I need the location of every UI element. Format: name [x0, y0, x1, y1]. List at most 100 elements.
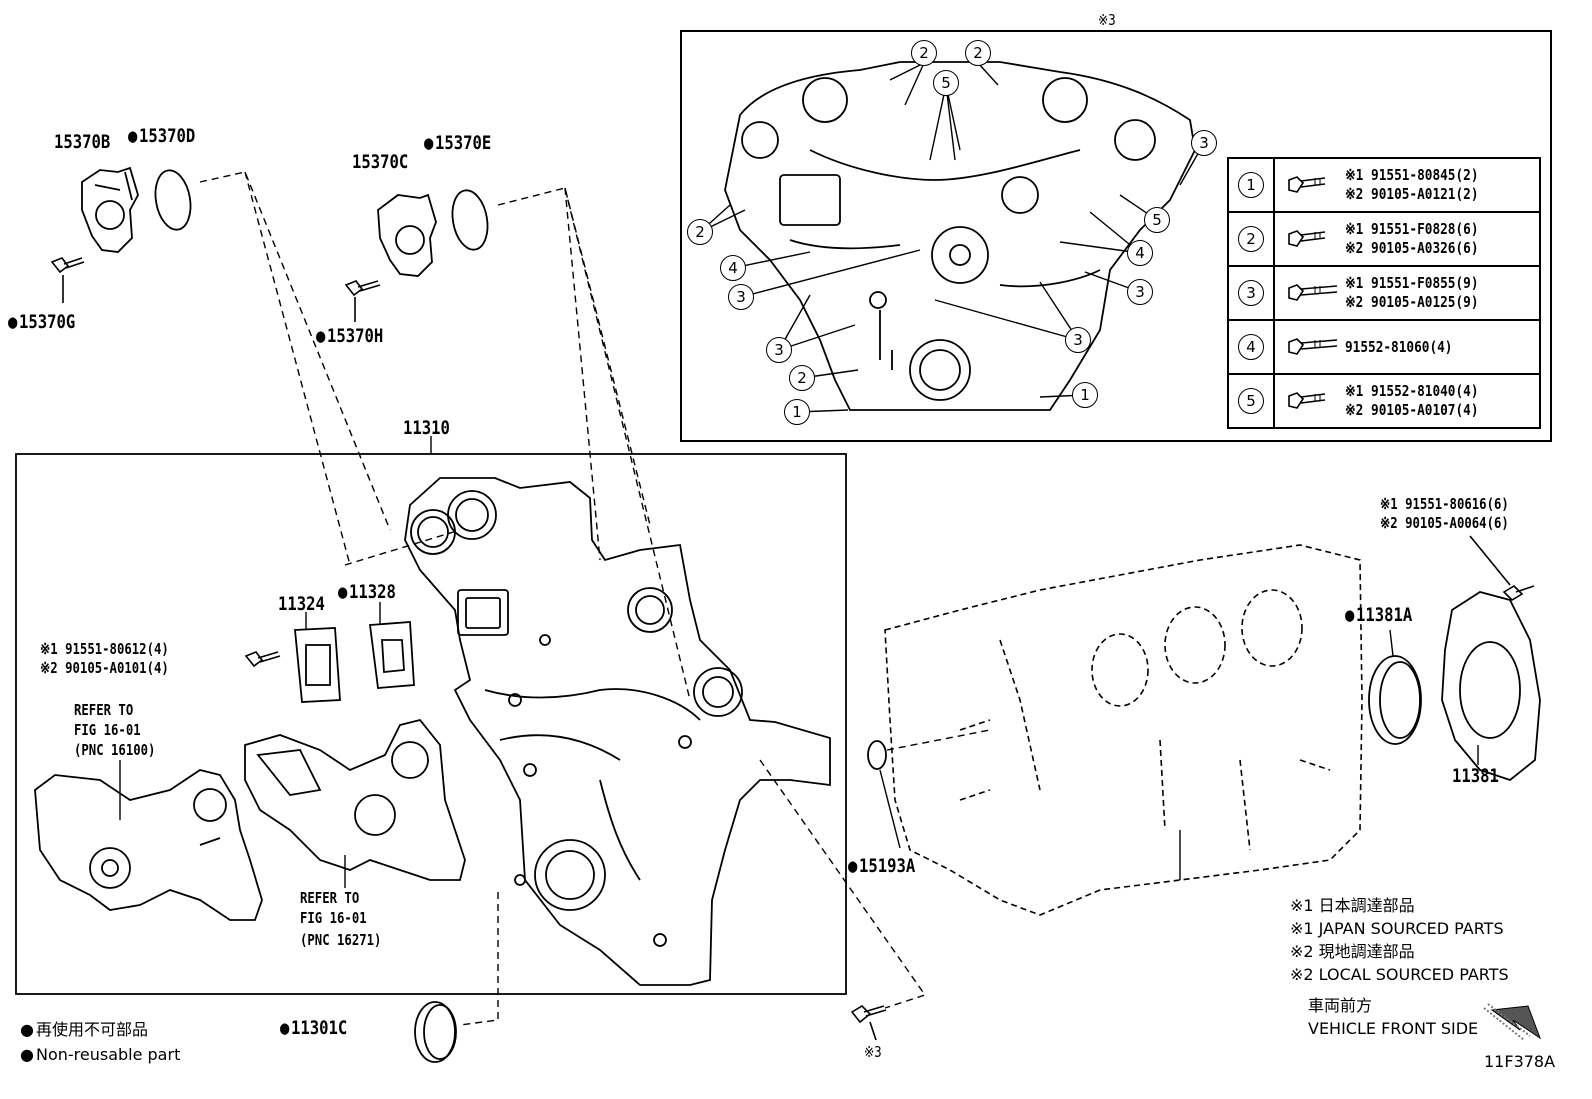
part-label-15370h[interactable]: 15370H	[316, 326, 383, 346]
refer-water-pump-l3: (PNC 16100)	[74, 741, 156, 759]
bolt-label-11381-local[interactable]: ※2 90105-A0064(6)	[1380, 514, 1509, 532]
bolt-label-cover-note: ※3	[864, 1043, 882, 1061]
bolt-part-number[interactable]: ※2 90105-A0107(4)	[1345, 401, 1479, 419]
bolt-ref-cell: 4	[1227, 319, 1275, 375]
bolt-icon	[1288, 176, 1326, 193]
bolt-part-number[interactable]: ※1 91551-80845(2)	[1345, 166, 1479, 184]
inset-front-cover-drawing	[724, 61, 1196, 411]
inset-callout-number: 4	[1127, 240, 1153, 266]
inset-callout-number: 3	[1191, 130, 1217, 156]
bolt-part-number[interactable]: ※2 90105-A0125(9)	[1345, 293, 1479, 311]
inset-callout-number: 1	[784, 399, 810, 425]
part-label-15370c[interactable]: 15370C	[352, 151, 409, 173]
oil-seal-11381a-drawing	[1368, 655, 1422, 745]
bolt-part-cell: ※1 91552-81040(4)※2 90105-A0107(4)	[1273, 373, 1541, 429]
bolt-part-number[interactable]: ※1 91552-81040(4)	[1345, 382, 1479, 400]
bolt-part-cell: 91552-81060(4)	[1273, 319, 1541, 375]
leader-15193a	[879, 769, 901, 849]
bolt-11381-drawing	[1469, 535, 1535, 602]
o-ring-15370d-drawing	[154, 169, 192, 231]
bolt-part-number[interactable]: ※2 90105-A0326(6)	[1345, 239, 1479, 257]
oil-seal-retainer-11381-drawing	[1441, 591, 1541, 782]
timing-chain-cover-plate-15370c-drawing	[377, 193, 437, 277]
o-ring-15370e-drawing	[451, 189, 489, 251]
bolt-icon	[1288, 338, 1338, 355]
note-local-sourced-en: ※2 LOCAL SOURCED PARTS	[1290, 965, 1509, 984]
note-japan-sourced-en: ※1 JAPAN SOURCED PARTS	[1290, 919, 1504, 938]
bolt-15370g-drawing	[50, 257, 85, 303]
inset-callout-number: 5	[933, 70, 959, 96]
part-label-15370d[interactable]: 15370D	[128, 126, 195, 146]
bolt-part-number[interactable]: ※1 91551-F0855(9)	[1345, 274, 1479, 292]
vehicle-front-en: VEHICLE FRONT SIDE	[1308, 1019, 1479, 1038]
bolt-11324-drawing	[244, 651, 281, 668]
bolt-ref-cell: 5	[1227, 373, 1275, 429]
bolt-label-11324-local[interactable]: ※2 90105-A0101(4)	[40, 659, 169, 677]
bolt-row: 5 ※1 91552-81040(4)※2 90105-A0107(4)	[1227, 373, 1541, 429]
part-label-11381a[interactable]: 11381A	[1345, 605, 1412, 625]
bolt-ref-number: 3	[1238, 280, 1264, 306]
part-label-11324[interactable]: 11324	[278, 593, 325, 615]
inset-callout-number: 2	[911, 40, 937, 66]
inset-callout-number: 2	[687, 219, 713, 245]
bolt-ref-number: 5	[1238, 388, 1264, 414]
bolt-ref-cell: 2	[1227, 211, 1275, 267]
bolt-part-cell: ※1 91551-F0828(6)※2 90105-A0326(6)	[1273, 211, 1541, 267]
bolt-label-11381-japan[interactable]: ※1 91551-80616(6)	[1380, 495, 1509, 513]
refer-water-pump-l1: REFER TO	[74, 701, 134, 719]
seal-15193a-drawing	[867, 740, 887, 770]
part-label-15193a[interactable]: 15193A	[848, 856, 915, 876]
bolt-icon	[1288, 284, 1338, 301]
inset-callout-number: 4	[720, 255, 746, 281]
part-label-11310[interactable]: 11310	[403, 417, 450, 439]
bolt-label-11324-japan[interactable]: ※1 91551-80612(4)	[40, 640, 169, 658]
inset-callout-number: 3	[766, 337, 792, 363]
bolt-icon	[1288, 392, 1326, 409]
inset-bolt-table: 1 ※1 91551-80845(2)※2 90105-A0121(2) 2 ※1 9…	[1227, 157, 1541, 429]
note-japan-sourced-jp: ※1 日本調達部品	[1290, 896, 1415, 915]
gasket-11328-drawing	[368, 621, 415, 689]
part-label-15370b[interactable]: 15370B	[54, 131, 111, 153]
dashed-alignment-lines	[199, 171, 927, 1026]
bolt-part-number[interactable]: 91552-81060(4)	[1345, 337, 1453, 356]
bolt-row: 3 ※1 91551-F0855(9)※2 90105-A0125(9)	[1227, 265, 1541, 321]
vehicle-front-jp: 車両前方	[1308, 996, 1373, 1015]
bolt-ref-number: 1	[1238, 172, 1264, 198]
inset-callout-number: 5	[1144, 207, 1170, 233]
bolt-ref-number: 4	[1238, 334, 1264, 360]
bolt-ref-number: 2	[1238, 226, 1264, 252]
inset-callout-number: 3	[1127, 279, 1153, 305]
bolt-part-number[interactable]: ※1 91551-F0828(6)	[1345, 220, 1479, 238]
bolt-part-number[interactable]: ※2 90105-A0121(2)	[1345, 185, 1479, 203]
water-pump-gasket-drawing	[244, 718, 466, 888]
part-label-11301c[interactable]: 11301C	[280, 1018, 347, 1038]
legend-non-reusable-jp: 再使用不可部品	[20, 1020, 148, 1040]
bolt-icon	[1288, 230, 1326, 247]
bolt-part-cell: ※1 91551-80845(2)※2 90105-A0121(2)	[1273, 157, 1541, 213]
refer-water-pump-l2: FIG 16-01	[74, 721, 141, 739]
inset-callout-number: 2	[965, 40, 991, 66]
refer-gasket-l3: (PNC 16271)	[300, 931, 382, 949]
timing-chain-cover-11310-drawing	[404, 477, 831, 986]
part-label-15370e[interactable]: 15370E	[424, 133, 491, 153]
note-local-sourced-jp: ※2 現地調達部品	[1290, 942, 1415, 961]
inset-callout-number: 1	[1072, 382, 1098, 408]
timing-chain-cover-plate-15370b-drawing	[81, 166, 139, 253]
vehicle-front-arrow-icon	[1483, 1003, 1542, 1041]
bolt-15370h-drawing	[344, 280, 381, 322]
bolt-part-cell: ※1 91551-F0855(9)※2 90105-A0125(9)	[1273, 265, 1541, 321]
part-label-11328[interactable]: 11328	[338, 582, 396, 602]
inset-callout-number: 3	[728, 284, 754, 310]
bolt-row: 2 ※1 91551-F0828(6)※2 90105-A0326(6)	[1227, 211, 1541, 267]
part-label-11381[interactable]: 11381	[1452, 765, 1499, 787]
leader-11381a	[1389, 629, 1394, 657]
part-label-15370g[interactable]: 15370G	[8, 312, 75, 332]
gasket-11324-drawing	[294, 627, 341, 703]
legend-non-reusable-en: Non-reusable part	[20, 1045, 180, 1065]
bolt-ref-cell: 3	[1227, 265, 1275, 321]
inset-frame	[680, 30, 1552, 442]
inset-callout-number: 2	[789, 365, 815, 391]
bolt-row: 4 91552-81060(4)	[1227, 319, 1541, 375]
bolt-cover-drawing	[850, 1004, 887, 1041]
